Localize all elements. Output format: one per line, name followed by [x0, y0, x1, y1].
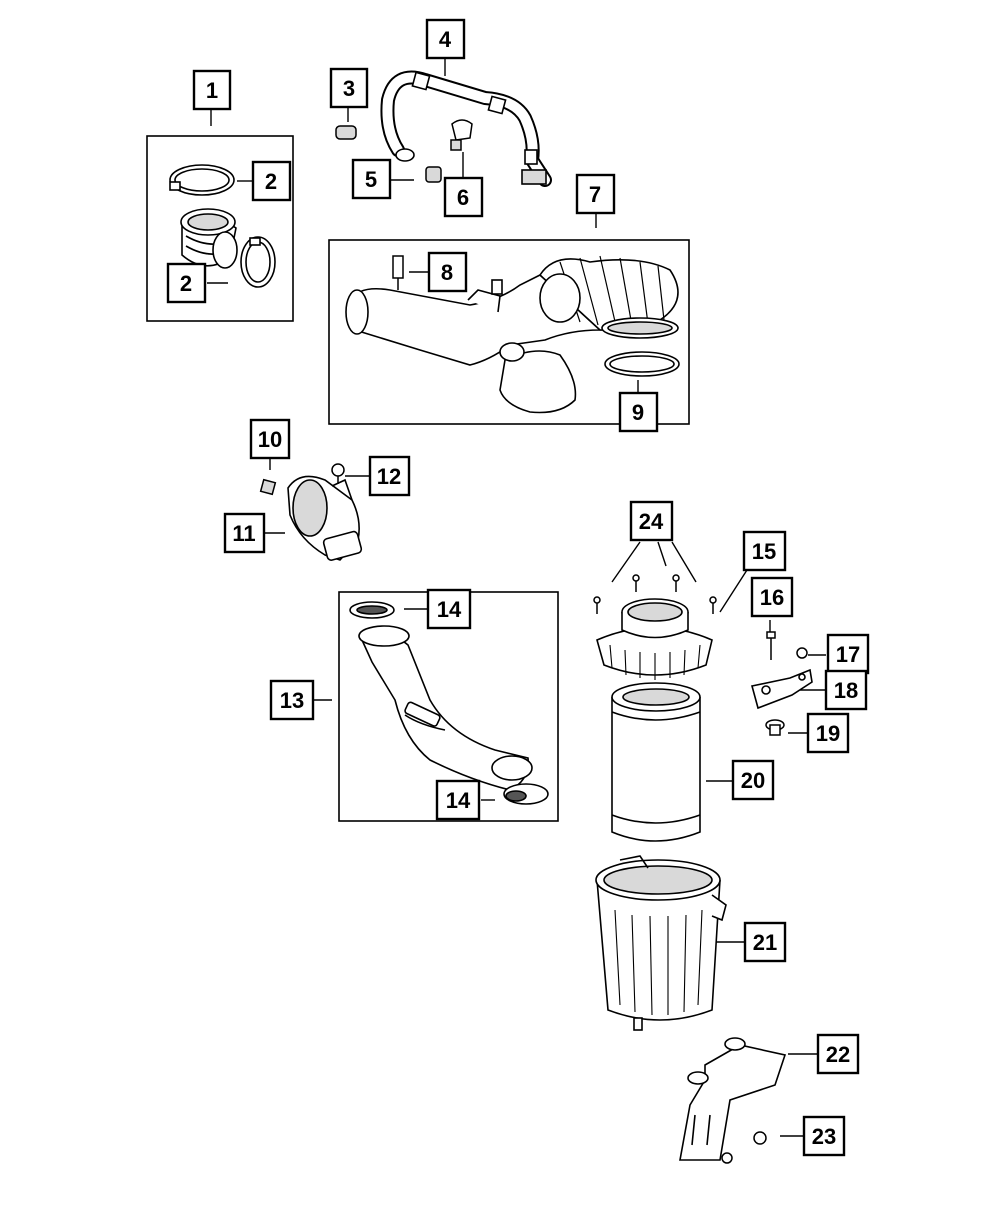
tube-seal-bottom	[503, 783, 549, 805]
svg-text:2: 2	[180, 271, 192, 296]
callout-24: 24	[629, 500, 674, 542]
svg-text:17: 17	[836, 642, 860, 667]
svg-text:22: 22	[826, 1042, 850, 1067]
group-frame-7	[328, 239, 690, 425]
svg-text:14: 14	[437, 597, 462, 622]
svg-text:12: 12	[377, 464, 401, 489]
sensor-part	[392, 255, 404, 290]
air-cleaner-housing-part	[595, 855, 727, 1031]
isolator-part-19	[765, 719, 785, 736]
nut-part-17	[796, 647, 808, 659]
callout-19: 19	[806, 712, 850, 754]
hose-fitting-small	[425, 166, 442, 183]
callout-21: 21	[743, 921, 787, 963]
svg-text:5: 5	[365, 167, 377, 192]
svg-text:1: 1	[206, 78, 218, 103]
coupler-part	[180, 208, 238, 269]
callout-16: 16	[750, 576, 794, 618]
svg-text:2: 2	[265, 169, 277, 194]
svg-text:8: 8	[441, 260, 453, 285]
svg-text:21: 21	[753, 930, 777, 955]
inlet-duct-part	[287, 475, 363, 561]
clip-part-10	[259, 478, 277, 496]
callout-6: 6	[443, 176, 484, 218]
callout-9: 9	[618, 391, 659, 433]
callout-14-top: 14	[426, 588, 472, 630]
svg-text:14: 14	[446, 788, 471, 813]
intake-duct-part	[345, 255, 679, 414]
bracket-part-18	[751, 668, 813, 710]
callout-22: 22	[816, 1033, 860, 1075]
duct-clamp-part	[604, 351, 680, 377]
callout-8: 8	[427, 251, 468, 293]
callout-13: 13	[269, 679, 315, 721]
callout-20: 20	[731, 759, 775, 801]
callout-14-bottom: 14	[435, 779, 481, 821]
callout-15: 15	[742, 530, 787, 572]
svg-text:18: 18	[834, 678, 858, 703]
filter-element-part	[611, 682, 701, 842]
clamp-part-lower	[240, 236, 276, 288]
svg-text:20: 20	[741, 768, 765, 793]
callout-2-clamp: 2	[251, 160, 292, 202]
bolt-part-16	[766, 631, 776, 660]
tube-seal-top	[349, 601, 395, 619]
svg-text:15: 15	[752, 539, 776, 564]
svg-text:6: 6	[457, 185, 469, 210]
callout-1: 1	[192, 69, 232, 111]
svg-text:9: 9	[632, 400, 644, 425]
svg-text:3: 3	[343, 76, 355, 101]
clean-air-tube-part	[358, 625, 533, 791]
screws-part-24	[593, 574, 717, 614]
leader-lines	[207, 57, 826, 1137]
callout-2-coupler: 2	[166, 262, 207, 304]
callout-4: 4	[425, 18, 466, 60]
clamp-part	[169, 164, 235, 196]
callout-23: 23	[802, 1115, 846, 1157]
callout-10: 10	[249, 418, 291, 460]
callout-17: 17	[826, 633, 870, 675]
svg-text:24: 24	[639, 509, 664, 534]
svg-text:10: 10	[258, 427, 282, 452]
support-bracket-part-22	[679, 1037, 787, 1161]
callout-11: 11	[223, 512, 266, 554]
nut-part-23	[721, 1131, 767, 1164]
hose-connector-part	[450, 119, 473, 151]
svg-text:7: 7	[589, 182, 601, 207]
svg-text:19: 19	[816, 721, 840, 746]
callout-12: 12	[368, 455, 411, 497]
svg-text:13: 13	[280, 688, 304, 713]
svg-text:4: 4	[439, 27, 452, 52]
callout-5: 5	[351, 158, 392, 200]
callout-3: 3	[329, 67, 369, 109]
callout-7: 7	[575, 173, 616, 215]
svg-text:16: 16	[760, 585, 784, 610]
group-frame-1	[146, 135, 294, 322]
air-cleaner-lid-part	[596, 598, 713, 680]
pushpin-part-12	[331, 463, 345, 484]
vent-hose-part	[380, 70, 552, 187]
svg-text:23: 23	[812, 1124, 836, 1149]
hose-clamp-small	[335, 125, 357, 140]
callout-18: 18	[824, 669, 868, 711]
svg-text:11: 11	[232, 521, 255, 546]
